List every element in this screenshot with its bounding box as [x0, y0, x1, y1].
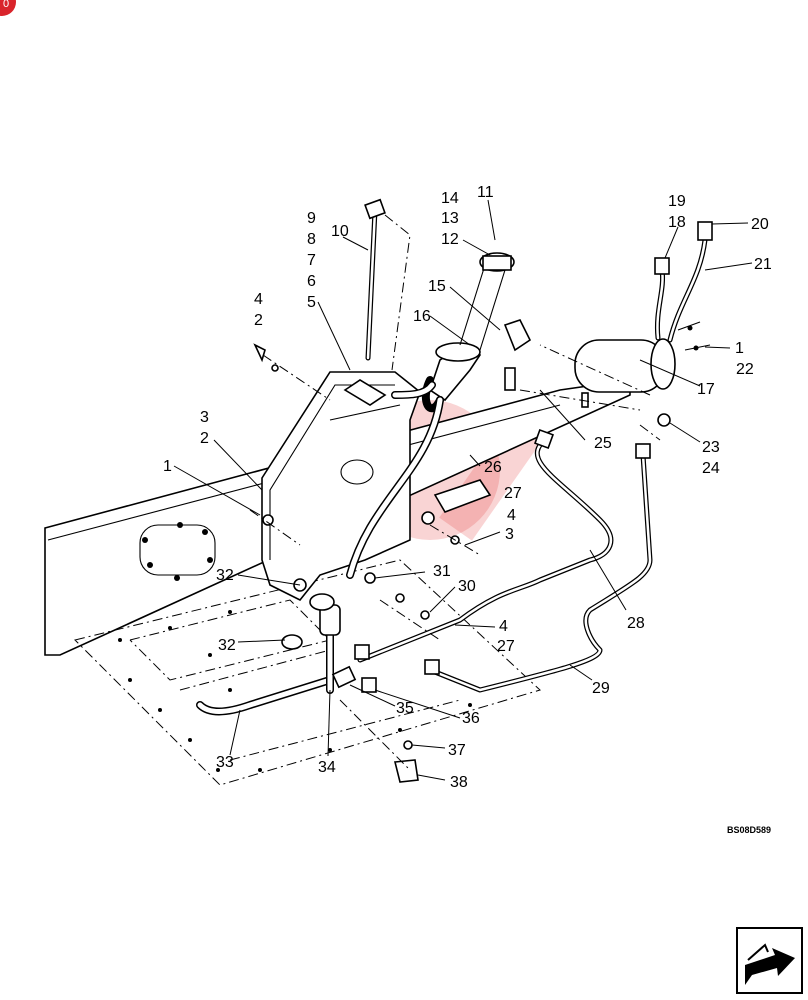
callout-22: 22: [736, 361, 754, 378]
tee-fitting: [393, 759, 419, 783]
callout-28: 28: [627, 615, 645, 632]
callout-32-lower: 32: [218, 637, 236, 654]
callout-6: 6: [307, 273, 316, 290]
callout-2-top: 2: [254, 312, 263, 329]
corner-badge-label: 0: [3, 0, 9, 10]
corner-badge: 0: [0, 0, 16, 16]
callout-2-left: 2: [200, 430, 209, 447]
callout-38: 38: [450, 774, 468, 791]
fuel-filter: [539, 221, 713, 427]
callout-25: 25: [594, 435, 612, 452]
callout-35: 35: [396, 700, 414, 717]
next-page-arrow-icon[interactable]: [736, 927, 803, 994]
callout-18: 18: [668, 214, 686, 231]
callout-24: 24: [702, 460, 720, 477]
mount-bracket: [433, 479, 492, 513]
callout-13: 13: [441, 210, 459, 227]
return-hoses: [196, 343, 492, 783]
callout-15: 15: [428, 278, 446, 295]
callout-5: 5: [307, 294, 316, 311]
callout-14: 14: [441, 190, 459, 207]
assembly-lines: [249, 354, 661, 771]
callout-27-upper: 27: [504, 485, 522, 502]
callout-27-lower: 27: [497, 638, 515, 655]
callout-34: 34: [318, 759, 336, 776]
callout-4-top: 4: [254, 291, 263, 308]
callout-29: 29: [592, 680, 610, 697]
callout-32-upper: 32: [216, 567, 234, 584]
callout-7: 7: [307, 252, 316, 269]
callout-10: 10: [331, 223, 349, 240]
callout-16: 16: [413, 308, 431, 325]
callout-33: 33: [216, 754, 234, 771]
callout-19: 19: [668, 193, 686, 210]
callout-17: 17: [697, 381, 715, 398]
callout-3-right: 3: [505, 526, 514, 543]
callout-4-middle: 4: [507, 507, 516, 524]
callout-37: 37: [448, 742, 466, 759]
callout-1-left: 1: [163, 458, 172, 475]
callout-21: 21: [754, 256, 772, 273]
filler-neck: [429, 252, 532, 402]
callout-1-right: 1: [735, 340, 744, 357]
leader-lines: [173, 199, 753, 781]
fuel-lines: [357, 429, 653, 693]
callout-30: 30: [458, 578, 476, 595]
callout-31: 31: [433, 563, 451, 580]
callout-20: 20: [751, 216, 769, 233]
figure-code: BS08D589: [727, 825, 771, 835]
callout-8: 8: [307, 231, 316, 248]
callout-23: 23: [702, 439, 720, 456]
vent-valve: [503, 319, 532, 352]
filler-hose: [346, 376, 444, 579]
callout-4-lower: 4: [499, 618, 508, 635]
vent-tube: [364, 198, 411, 371]
fuel-tank: [261, 371, 421, 602]
callout-36: 36: [462, 710, 480, 727]
callout-9: 9: [307, 210, 316, 227]
callout-labels: 9 8 7 6 5 10 11 14 13 12 15 16 4 2 3 2 1…: [163, 184, 772, 791]
callout-3-left: 3: [200, 409, 209, 426]
callout-26: 26: [484, 459, 502, 476]
callout-12: 12: [441, 231, 459, 248]
callout-11: 11: [477, 184, 494, 201]
